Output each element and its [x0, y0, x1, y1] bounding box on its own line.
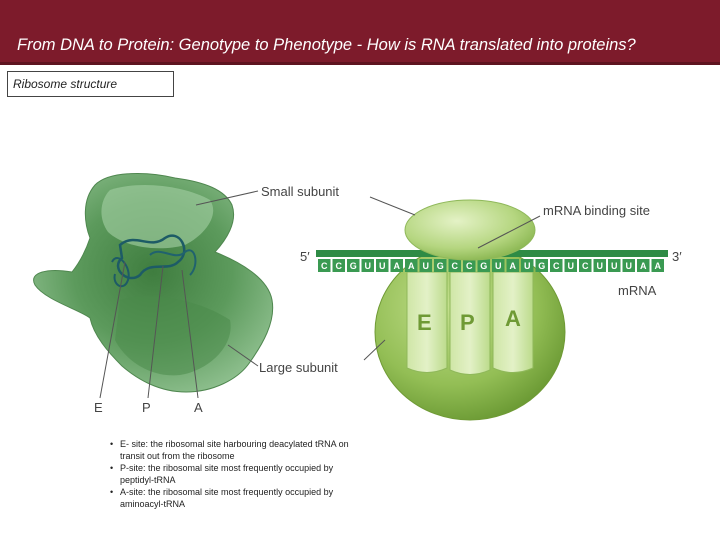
mrna-base: U	[568, 261, 575, 271]
mrna-base: C	[466, 261, 473, 271]
mrna-base-box	[521, 259, 534, 272]
mrna-base-box	[535, 259, 548, 272]
mrna-base: U	[597, 261, 604, 271]
mrna-label: mRNA	[618, 283, 657, 298]
site-p-column	[449, 271, 491, 375]
mrna-base: C	[321, 261, 328, 271]
mrna-base: A	[394, 261, 401, 271]
mrna-base-box	[332, 259, 345, 272]
mrna-base-box	[477, 259, 490, 272]
mrna-base: U	[379, 261, 386, 271]
mrna-base: A	[408, 261, 415, 271]
section-label-box: Ribosome structure	[7, 71, 174, 97]
title-bar	[0, 0, 720, 62]
mrna-base: A	[510, 261, 517, 271]
mrna-base: C	[553, 261, 560, 271]
large-subunit-label: Large subunit	[259, 360, 338, 375]
e-site-pointer	[99, 261, 126, 399]
note-a-site: A-site: the ribosomal site most frequent…	[110, 486, 360, 510]
small-subunit-shape	[404, 199, 536, 261]
small-subunit-schematic-pointer	[369, 196, 416, 216]
three-prime-label: 3′	[672, 249, 682, 264]
mrna-base-box	[651, 259, 664, 272]
mrna-base-box	[506, 259, 519, 272]
note-e-site: E- site: the ribosomal site harbouring d…	[110, 438, 360, 462]
note-p-site: P-site: the ribosomal site most frequent…	[110, 462, 360, 486]
mrna-base-box	[622, 259, 635, 272]
mrna-base: G	[480, 261, 487, 271]
five-prime-label: 5′	[300, 249, 310, 264]
mrna-base-box	[550, 259, 563, 272]
a-site-pointer	[181, 269, 199, 399]
site-a-label: A	[505, 306, 521, 331]
mrna-base-box	[448, 259, 461, 272]
section-label: Ribosome structure	[13, 77, 118, 91]
mrna-base-box	[463, 259, 476, 272]
mrna-base: A	[640, 261, 647, 271]
small-subunit-pointer	[195, 190, 259, 206]
slide-title: From DNA to Protein: Genotype to Phenoty…	[17, 36, 636, 54]
ribosome-3d-structure	[33, 173, 274, 393]
site-e-column	[406, 271, 448, 373]
mrna-base-box	[608, 259, 621, 272]
site-p-label: P	[460, 310, 475, 335]
structure-label-e: E	[94, 400, 103, 415]
mrna-base: U	[365, 261, 372, 271]
mrna-base-box	[637, 259, 650, 272]
mrna-base-box	[361, 259, 374, 272]
title-bar-rule	[0, 62, 720, 65]
mrna-base: C	[452, 261, 459, 271]
mrna-base: C	[582, 261, 589, 271]
large-subunit-schematic-pointer	[363, 339, 386, 361]
mrna-base-box	[376, 259, 389, 272]
mrna-base-box	[579, 259, 592, 272]
mrna-base: G	[437, 261, 444, 271]
site-a-column	[492, 271, 534, 373]
mrna-base: U	[626, 261, 633, 271]
mrna-base: G	[350, 261, 357, 271]
mrna-binding-site-label: mRNA binding site	[543, 203, 650, 218]
large-subunit-pointer	[227, 344, 259, 367]
mrna-base-box	[434, 259, 447, 272]
mrna-base-box	[390, 259, 403, 272]
mrna-base-box	[564, 259, 577, 272]
binding-site-pointer	[477, 215, 541, 249]
mrna-base: U	[495, 261, 502, 271]
structure-label-a: A	[194, 400, 203, 415]
site-notes: E- site: the ribosomal site harbouring d…	[110, 438, 360, 510]
p-site-pointer	[147, 265, 164, 399]
mrna-base: G	[538, 261, 545, 271]
mrna-base: A	[655, 261, 662, 271]
mrna-base-box	[492, 259, 505, 272]
mrna-base-box	[419, 259, 432, 272]
mrna-base: C	[336, 261, 343, 271]
mrna-base-box	[593, 259, 606, 272]
mrna-base-box	[318, 259, 331, 272]
mrna-base-box	[347, 259, 360, 272]
small-subunit-label: Small subunit	[261, 184, 339, 199]
structure-label-p: P	[142, 400, 151, 415]
mrna-base: U	[524, 261, 531, 271]
mrna-base: U	[423, 261, 430, 271]
mrna-base: U	[611, 261, 618, 271]
site-e-label: E	[417, 310, 432, 335]
mrna-base-box	[405, 259, 418, 272]
